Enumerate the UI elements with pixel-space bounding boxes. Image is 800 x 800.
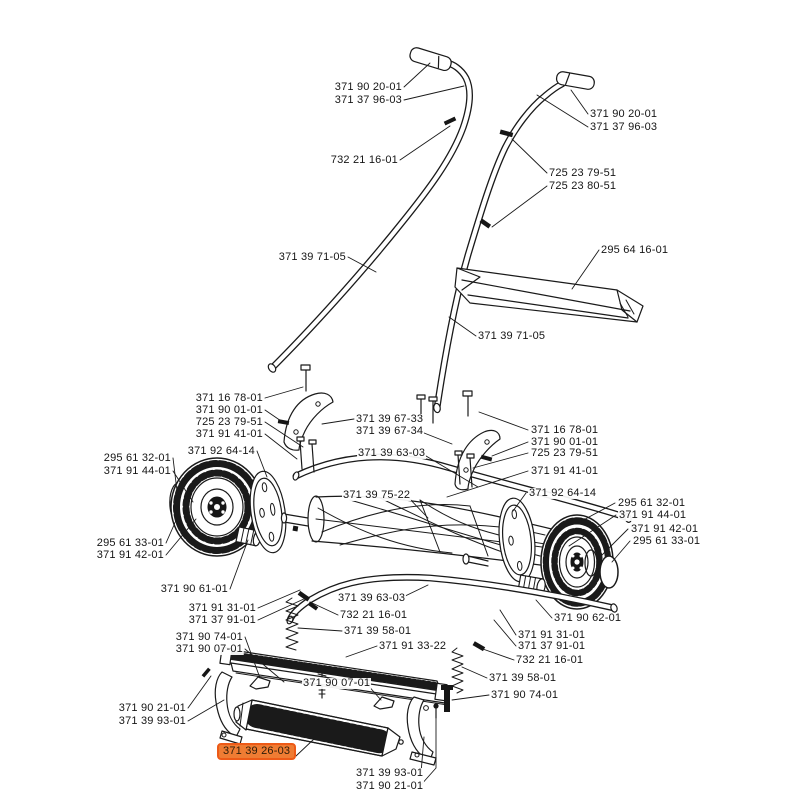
leader-line xyxy=(172,470,194,503)
leader-line xyxy=(446,470,529,498)
left-wheel-disc xyxy=(249,470,287,554)
leader-line xyxy=(264,421,304,448)
roller xyxy=(233,699,404,757)
leader-line xyxy=(461,666,488,679)
leader-line xyxy=(571,249,600,290)
right-bearing-bracket xyxy=(416,390,501,491)
handlebar-right-tube xyxy=(433,71,595,414)
leader-line xyxy=(419,717,437,787)
leader-line xyxy=(400,584,429,599)
leader-line xyxy=(448,316,477,337)
leader-line xyxy=(229,539,249,590)
handlebar-screws xyxy=(443,116,514,229)
grass-catcher xyxy=(454,267,644,323)
leader-line xyxy=(568,514,617,547)
leader-line xyxy=(479,647,515,661)
left-spring xyxy=(285,597,299,651)
screw-icon xyxy=(499,129,514,138)
knob-icon xyxy=(479,218,492,229)
leader-line xyxy=(187,699,225,722)
leader-line xyxy=(403,85,465,101)
leader-line xyxy=(264,409,285,424)
right-wheel-disc xyxy=(498,497,536,583)
leader-line xyxy=(493,619,517,647)
leader-line xyxy=(399,125,451,161)
leader-line xyxy=(264,386,304,399)
right-snap-ring-and-cap xyxy=(584,549,619,589)
leader-line xyxy=(256,450,268,478)
leader-line xyxy=(575,502,616,525)
leader-line xyxy=(165,515,179,544)
left-grip xyxy=(409,47,452,72)
leader-line xyxy=(347,256,377,273)
cutter-bar xyxy=(219,646,449,706)
left-bearing-bracket xyxy=(277,364,334,473)
leader-line xyxy=(536,94,589,128)
handlebar-left-tube xyxy=(267,47,473,373)
leader-line xyxy=(295,721,333,757)
leader-line xyxy=(264,433,298,460)
leader-lines xyxy=(165,62,631,787)
leader-line xyxy=(499,609,517,636)
right-grip xyxy=(555,71,595,90)
leader-line xyxy=(512,492,527,512)
bar-clip-right xyxy=(373,696,395,710)
left-wheel xyxy=(170,457,264,557)
leader-line xyxy=(478,411,529,431)
roller-bracket-left xyxy=(201,667,243,745)
roller-bracket-right xyxy=(406,685,453,766)
leader-line xyxy=(611,540,631,563)
leader-line xyxy=(511,138,548,174)
leader-line xyxy=(297,627,343,632)
leader-line xyxy=(257,589,301,609)
bar-clip-left xyxy=(249,676,271,690)
leader-line xyxy=(491,441,529,457)
leader-line xyxy=(403,62,431,88)
leader-line xyxy=(472,452,529,469)
leader-line xyxy=(535,599,553,619)
leader-line xyxy=(597,528,629,560)
leader-line xyxy=(420,452,479,488)
leader-line xyxy=(321,418,355,425)
leader-line xyxy=(451,694,490,701)
leader-line xyxy=(309,601,339,616)
leader-line xyxy=(345,645,378,658)
leader-line xyxy=(570,89,589,115)
leader-line xyxy=(491,185,548,228)
leader-line xyxy=(244,636,261,679)
leader-line xyxy=(187,675,212,709)
right-spring xyxy=(451,647,464,694)
bolt-icon xyxy=(443,116,457,126)
leader-line xyxy=(257,597,307,621)
leader-line xyxy=(165,518,197,556)
leader-line xyxy=(244,648,285,683)
leader-line xyxy=(418,430,453,445)
leader-line xyxy=(420,736,425,774)
